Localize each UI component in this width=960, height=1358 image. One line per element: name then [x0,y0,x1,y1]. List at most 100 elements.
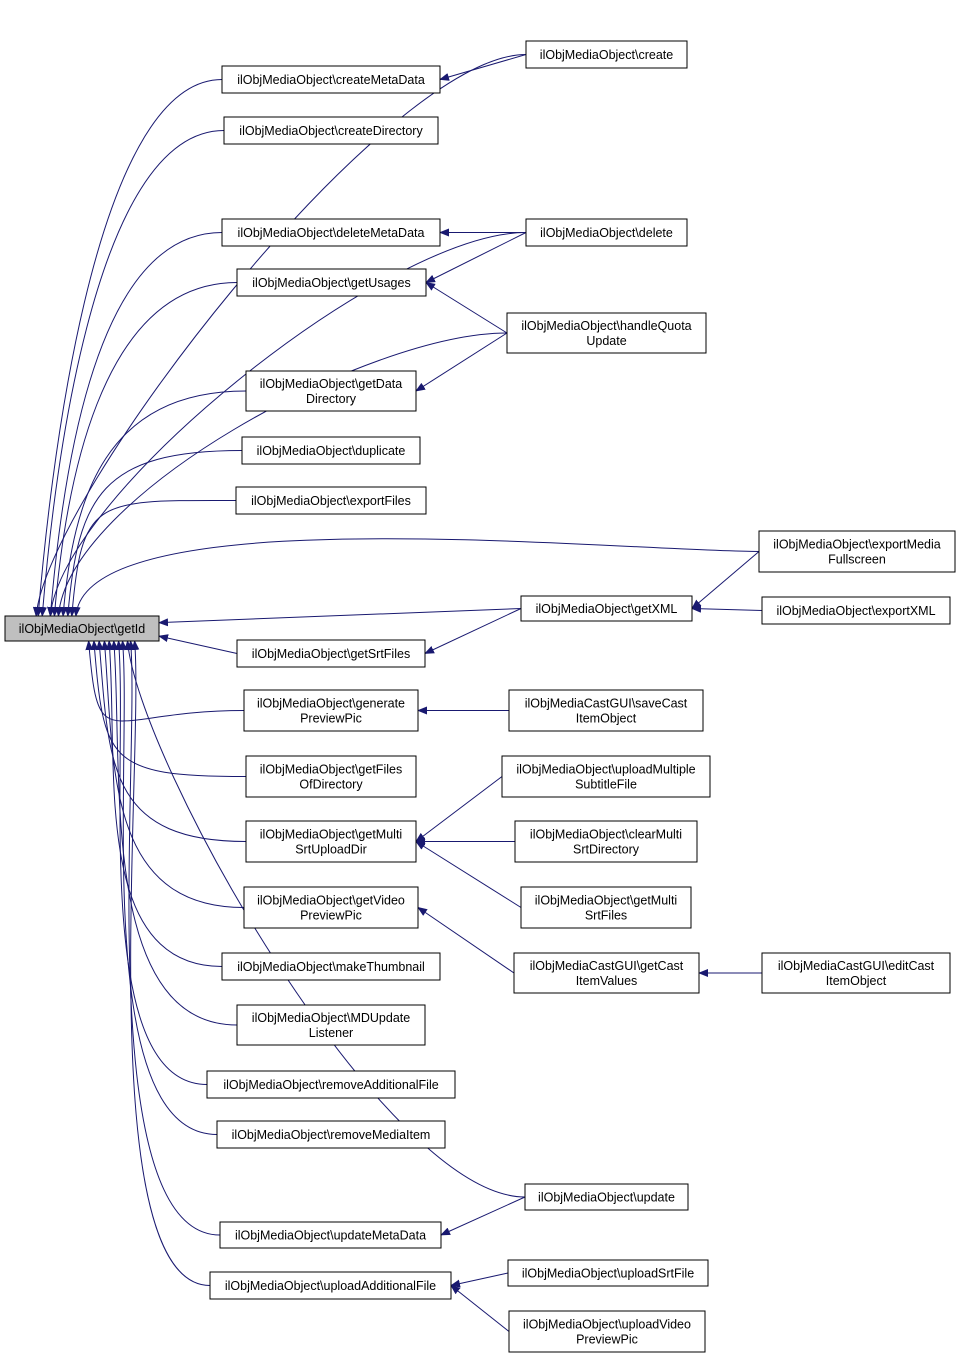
node-box-uploadAdditionalFile[interactable] [209,1271,452,1300]
node-box-getSrtFiles[interactable] [236,639,426,668]
node-box-create[interactable] [525,40,688,69]
node-label-getCastItemValues-1: ItemValues [576,974,638,988]
node-box-clearMultiSrtDirectory[interactable] [514,820,698,863]
edge-getCastItemValues-to-getVideoPreviewPic [417,906,515,974]
edge-makeThumbnail-to-getId [105,640,223,967]
edge-generatePreviewPic-to-getId [85,640,245,722]
node-getSrtFiles[interactable]: ilObjMediaObject\getSrtFiles [236,639,426,668]
node-label-delete-0: ilObjMediaObject\delete [540,226,673,240]
node-label-getId-0: ilObjMediaObject\getId [19,622,146,636]
node-box-updateMetaData[interactable] [219,1221,442,1249]
node-label-createDirectory-0: ilObjMediaObject\createDirectory [239,124,423,138]
node-uploadSrtFile[interactable]: ilObjMediaObject\uploadSrtFile [507,1259,709,1287]
edge-getXML-to-getSrtFiles [424,608,522,654]
node-box-getMultiSrtUploadDir[interactable] [245,820,417,863]
edge-getMultiSrtUploadDir-to-getId [95,640,247,842]
node-label-getMultiSrtUploadDir-1: SrtUploadDir [295,843,367,857]
node-label-MDUpdateListener-0: ilObjMediaObject\MDUpdate [252,1011,410,1025]
edge-create-to-getId [32,54,527,617]
node-updateMetaData[interactable]: ilObjMediaObject\updateMetaData [219,1221,442,1249]
node-box-getFilesOfDirectory[interactable] [245,755,417,798]
node-box-saveCastItemObject[interactable] [508,689,704,732]
node-duplicate[interactable]: ilObjMediaObject\duplicate [241,436,421,465]
node-uploadAdditionalFile[interactable]: ilObjMediaObject\uploadAdditionalFile [209,1271,452,1300]
node-label-generatePreviewPic-1: PreviewPic [300,712,362,726]
node-getUsages[interactable]: ilObjMediaObject\getUsages [236,268,427,297]
node-box-editCastItemObject[interactable] [761,952,951,994]
node-label-getDataDirectory-0: ilObjMediaObject\getData [260,377,402,391]
edge-MDUpdateListener-to-getId [110,640,238,1026]
node-box-uploadVideoPreviewPic[interactable] [508,1310,706,1353]
node-box-makeThumbnail[interactable] [221,952,441,981]
node-getId[interactable]: ilObjMediaObject\getId [4,615,160,642]
node-label-getSrtFiles-0: ilObjMediaObject\getSrtFiles [252,647,410,661]
node-label-getVideoPreviewPic-0: ilObjMediaObject\getVideo [257,894,405,908]
node-box-MDUpdateListener[interactable] [236,1004,426,1046]
node-box-getMultiSrtFiles[interactable] [520,886,692,929]
node-label-uploadAdditionalFile-0: ilObjMediaObject\uploadAdditionalFile [225,1279,436,1293]
node-delete[interactable]: ilObjMediaObject\delete [525,218,688,247]
node-box-uploadMultipleSubtitleFile[interactable] [501,755,711,798]
node-box-exportFiles[interactable] [235,486,427,515]
node-label-getFilesOfDirectory-0: ilObjMediaObject\getFiles [260,763,402,777]
node-box-getXML[interactable] [520,595,693,622]
node-exportXML[interactable]: ilObjMediaObject\exportXML [761,596,951,625]
node-box-removeAdditionalFile[interactable] [206,1070,456,1099]
node-box-createMetaData[interactable] [221,65,441,94]
node-box-exportMediaFullscreen[interactable] [758,530,956,573]
edge-getVideoPreviewPic-to-getId [101,640,245,908]
node-update[interactable]: ilObjMediaObject\update [524,1183,689,1211]
node-create[interactable]: ilObjMediaObject\create [525,40,688,69]
node-box-getVideoPreviewPic[interactable] [243,886,419,929]
node-label-uploadVideoPreviewPic-1: PreviewPic [576,1333,638,1347]
node-box-uploadSrtFile[interactable] [507,1259,709,1287]
node-createMetaData[interactable]: ilObjMediaObject\createMetaData [221,65,441,94]
node-getXML[interactable]: ilObjMediaObject\getXML [520,595,693,622]
node-box-exportXML[interactable] [761,596,951,625]
node-box-getDataDirectory[interactable] [245,370,417,412]
node-removeAdditionalFile[interactable]: ilObjMediaObject\removeAdditionalFile [206,1070,456,1099]
edge-exportXML-to-getXML [691,604,763,613]
node-box-generatePreviewPic[interactable] [243,689,419,732]
node-box-update[interactable] [524,1183,689,1211]
edge-createDirectory-to-getId [38,130,225,617]
node-deleteMetaData[interactable]: ilObjMediaObject\deleteMetaData [221,218,441,247]
node-removeMediaItem[interactable]: ilObjMediaObject\removeMediaItem [216,1120,446,1149]
edge-getDataDirectory-to-getId [59,390,247,617]
node-box-getId[interactable] [4,615,160,642]
node-label-update-0: ilObjMediaObject\update [538,1191,675,1205]
node-box-handleQuotaUpdate[interactable] [506,312,707,354]
node-box-createDirectory[interactable] [223,116,439,145]
node-uploadMultipleSubtitleFile[interactable]: ilObjMediaObject\uploadMultipleSubtitleF… [501,755,711,798]
node-label-uploadMultipleSubtitleFile-1: SubtitleFile [575,778,637,792]
node-box-duplicate[interactable] [241,436,421,465]
node-label-saveCastItemObject-1: ItemObject [576,712,637,726]
node-createDirectory[interactable]: ilObjMediaObject\createDirectory [223,116,439,145]
node-box-getUsages[interactable] [236,268,427,297]
node-box-getCastItemValues[interactable] [513,952,700,994]
node-box-removeMediaItem[interactable] [216,1120,446,1149]
node-exportFiles[interactable]: ilObjMediaObject\exportFiles [235,486,427,515]
node-label-getCastItemValues-0: ilObjMediaCastGUI\getCast [530,959,684,973]
node-label-makeThumbnail-0: ilObjMediaObject\makeThumbnail [237,960,425,974]
node-label-deleteMetaData-0: ilObjMediaObject\deleteMetaData [238,226,425,240]
node-makeThumbnail[interactable]: ilObjMediaObject\makeThumbnail [221,952,441,981]
node-label-clearMultiSrtDirectory-0: ilObjMediaObject\clearMulti [530,828,682,842]
edge-getMultiSrtFiles-to-getMultiSrtUploadDir [415,840,522,908]
node-box-deleteMetaData[interactable] [221,218,441,247]
node-box-delete[interactable] [525,218,688,247]
